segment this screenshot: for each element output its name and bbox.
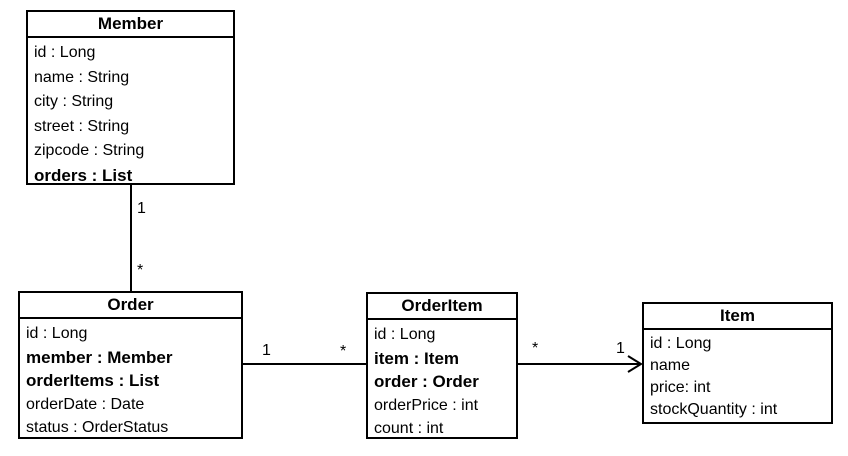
attribute-row: orders : List [34,165,133,185]
attribute-row: count : int [374,420,444,437]
attribute-row: order : Order [374,372,479,391]
multiplicity-order-many: * [137,262,144,279]
multiplicity-member-one: 1 [137,200,146,217]
attribute-row: orderItems : List [26,371,160,390]
attribute-row: name [650,357,691,374]
member-class[interactable]: Member id : Long name : String city : Stri… [26,10,235,185]
attribute-row: id : Long [34,44,96,61]
item-class[interactable]: Item id : Long name price: int stockQuantit… [642,302,833,424]
attribute-row: street : String [34,117,130,135]
attribute-row: id : Long [26,325,88,342]
multiplicity-order-one: 1 [262,342,271,359]
multiplicity-item-one: 1 [616,340,625,357]
multiplicity-orderitem-many-item: * [532,340,539,357]
attribute-row: name : String [34,68,130,86]
attribute-row: zipcode : String [34,142,145,159]
attribute-row: id : Long [374,326,436,343]
order-class-name: Order [20,293,241,319]
attribute-row: price: int [650,379,711,396]
attribute-row: id : Long [650,335,712,352]
attribute-row: status : OrderStatus [26,419,169,436]
member-class-name: Member [28,12,233,38]
orderitem-class[interactable]: OrderItem id : Long item : Item order : Or… [366,292,518,439]
item-class-name: Item [644,304,831,330]
orderitem-attributes: id : Long item : Item order : Order orderPr… [368,320,516,441]
attribute-row: member : Member [26,347,173,367]
multiplicity-orderitem-many: * [340,343,347,360]
item-attributes: id : Long name price: int stockQuantity : i… [644,330,831,421]
attribute-row: orderDate : Date [26,395,145,413]
member-attributes: id : Long name : String city : String stree… [28,38,233,188]
attribute-row: orderPrice : int [374,396,479,414]
orderitem-class-name: OrderItem [368,294,516,320]
attribute-row: city : String [34,93,114,110]
attribute-row: item : Item [374,348,460,368]
attribute-row: stockQuantity : int [650,401,778,418]
navigation-arrowhead [627,355,643,373]
order-attributes: id : Long member : Member orderItems : Lis… [20,319,241,440]
order-class[interactable]: Order id : Long member : Member orderItems… [18,291,243,439]
